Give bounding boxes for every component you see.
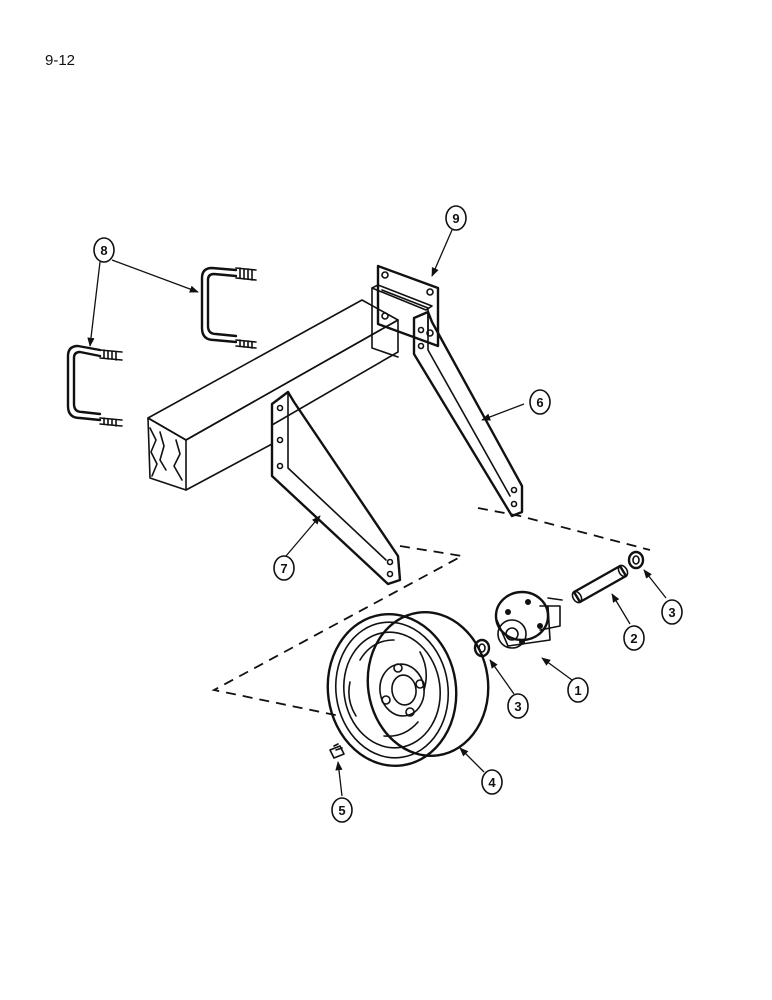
bearing-right [627, 550, 645, 570]
callout-9: 9 [445, 205, 467, 231]
bracket-right [412, 310, 524, 518]
hub [494, 590, 563, 649]
callout-2: 2 [623, 625, 645, 651]
callout-6: 6 [529, 389, 551, 415]
callout-2-label: 2 [630, 631, 637, 646]
callout-8: 8 [93, 237, 115, 263]
callout-1: 1 [567, 677, 589, 703]
bracket-left [270, 390, 402, 586]
assembly-dashed-lines [211, 507, 651, 717]
callout-9-label: 9 [452, 211, 459, 226]
callout-3-right-label: 3 [668, 605, 675, 620]
callout-4: 4 [481, 769, 503, 795]
leader-lines [87, 229, 667, 797]
wheel-rim [326, 611, 490, 767]
callout-4-label: 4 [488, 775, 496, 790]
callout-5-label: 5 [338, 803, 345, 818]
u-bolt-upper [200, 266, 257, 349]
page-number: 9-12 [45, 52, 76, 69]
callout-7-label: 7 [280, 561, 287, 576]
callout-7: 7 [273, 555, 295, 581]
callout-3-right: 3 [661, 599, 683, 625]
callout-5: 5 [331, 797, 353, 823]
callout-3-left-label: 3 [514, 699, 521, 714]
callout-1-label: 1 [574, 683, 581, 698]
lug-bolt [329, 743, 345, 759]
axle-beam [147, 299, 399, 491]
callout-3-left: 3 [507, 693, 529, 719]
u-bolt-lower [66, 344, 123, 427]
callout-6-label: 6 [536, 395, 543, 410]
spacer-tube [571, 564, 629, 604]
callout-8-label: 8 [100, 243, 107, 258]
